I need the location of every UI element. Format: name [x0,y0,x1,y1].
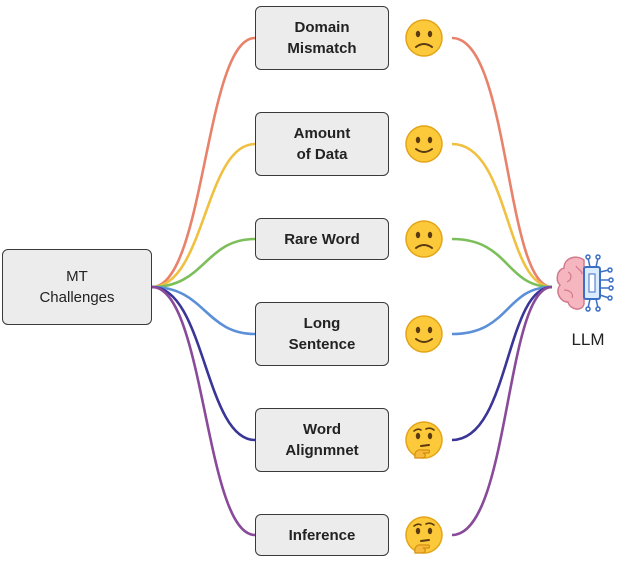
llm-label: LLM [571,330,605,349]
thinking-face-icon [404,420,444,460]
challenge-label: Rare Word [284,230,360,248]
connector-left [151,237,256,289]
root-node-label: MT Challenges [39,268,115,306]
challenge-node: Amount of Data [255,112,389,176]
connector-left [151,285,256,336]
challenge-label: Long Sentence [288,315,356,353]
challenge-label: Domain Mismatch [287,19,357,57]
challenge-node: Word Alignmnet [255,408,389,472]
connector-right [451,142,553,289]
challenge-label: Word Alignmnet [285,421,359,459]
brain-chip-icon [556,254,614,312]
thinking-face-icon [404,515,444,555]
challenge-node: Domain Mismatch [255,6,389,70]
slightly-smiling-face-icon [404,124,444,164]
slightly-frowning-face-icon [404,18,444,58]
root-node: MT Challenges [2,249,152,325]
connector-left [151,142,256,289]
slightly-smiling-face-icon [404,314,444,354]
connector-right [451,285,553,442]
slightly-frowning-face-icon [404,219,444,259]
challenge-label: Inference [288,526,356,544]
challenge-label: Amount of Data [293,125,351,163]
challenge-node: Rare Word [255,218,389,260]
connector-right [451,285,553,336]
connector-right [451,285,553,537]
connector-left [151,36,256,289]
challenge-node: Long Sentence [255,302,389,366]
connector-right [451,237,553,289]
connector-curves [151,36,553,537]
connector-left [151,285,256,537]
challenge-node: Inference [255,514,389,556]
connector-left [151,285,256,442]
connector-right [451,36,553,289]
